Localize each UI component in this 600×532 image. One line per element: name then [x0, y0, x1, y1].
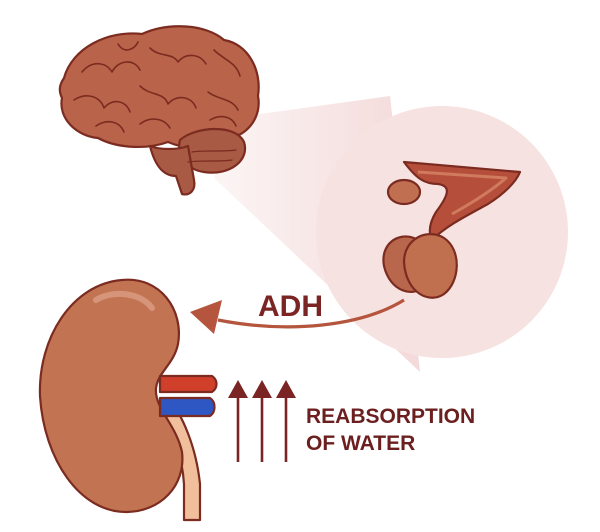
adh-label: ADH — [258, 290, 323, 323]
hypothalamus-stalk — [402, 160, 522, 242]
pituitary-gland — [382, 160, 522, 299]
kidney-body — [38, 278, 184, 514]
arrowhead-2 — [252, 380, 272, 398]
arrowhead-3 — [276, 380, 296, 398]
brainstem — [148, 144, 196, 196]
kidney-highlight — [93, 290, 155, 311]
renal-vein — [158, 396, 216, 418]
reabsorption-label-line2: OF WATER — [306, 432, 416, 455]
posterior-lobe-small — [386, 178, 422, 206]
kidney — [38, 278, 218, 522]
posterior-lobe-right — [402, 233, 458, 299]
arrowhead-1 — [228, 380, 248, 398]
adh-arrow — [217, 298, 405, 329]
adh-arrowhead — [190, 300, 222, 334]
cerebrum — [58, 25, 260, 149]
brain — [58, 25, 260, 196]
renal-artery — [158, 374, 218, 394]
reabsorption-label-line1: REABSORPTION — [306, 405, 476, 428]
brain-folds — [73, 41, 241, 163]
reabsorption-arrows — [228, 380, 296, 462]
stalk-highlight — [417, 170, 508, 216]
